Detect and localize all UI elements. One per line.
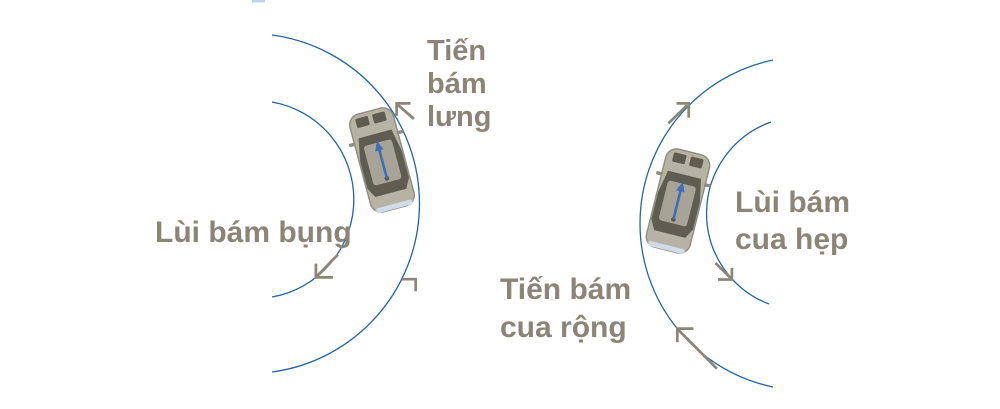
outer-curve-right — [639, 59, 774, 388]
arrow-head — [402, 277, 418, 292]
arrow-forward-wide-corner — [675, 327, 718, 370]
label-line: Lùi bám — [735, 186, 851, 219]
label-forward-hug-outside: Tiến bám lưng — [427, 35, 492, 134]
arrow-tail — [667, 104, 688, 125]
arrow-reverse-hug-inside — [314, 253, 339, 279]
label-line: Tiến bám — [500, 273, 632, 306]
car-right — [637, 143, 719, 259]
arrow-head — [718, 267, 734, 281]
arrow-tail — [714, 261, 732, 279]
chevron-forward-outer-left — [402, 277, 418, 292]
arrow-tail — [677, 329, 718, 370]
stray-artifact-mark — [252, 0, 265, 3]
arrow-forward-hug-outside — [395, 102, 415, 120]
arrow-head — [675, 327, 694, 343]
label-line: cua hẹp — [735, 223, 849, 256]
inner-curve-right — [705, 121, 772, 305]
inner-curve-left — [271, 101, 355, 298]
arrow-tail — [397, 104, 415, 120]
arrow-head — [676, 102, 691, 118]
arrow-reverse-tight-corner — [714, 261, 734, 281]
label-line: lưng — [427, 101, 492, 133]
label-forward-wide-corner: Tiến bám cua rộng — [500, 271, 631, 347]
label-line: Tiến — [427, 35, 487, 67]
label-line: bám — [427, 68, 487, 100]
label-reverse-hug-inside: Lùi bám bụng — [155, 216, 352, 250]
outer-curve-left — [271, 34, 421, 373]
arrow-head — [314, 263, 333, 279]
label-reverse-tight-corner: Lùi bám cua hẹp — [735, 184, 850, 258]
arrow-tail — [316, 253, 339, 277]
arrow-forward-outer-right-top — [667, 102, 691, 125]
arrow-head — [395, 102, 411, 116]
label-line: cua rộng — [500, 311, 627, 344]
label-line: Lùi bám bụng — [155, 216, 352, 249]
